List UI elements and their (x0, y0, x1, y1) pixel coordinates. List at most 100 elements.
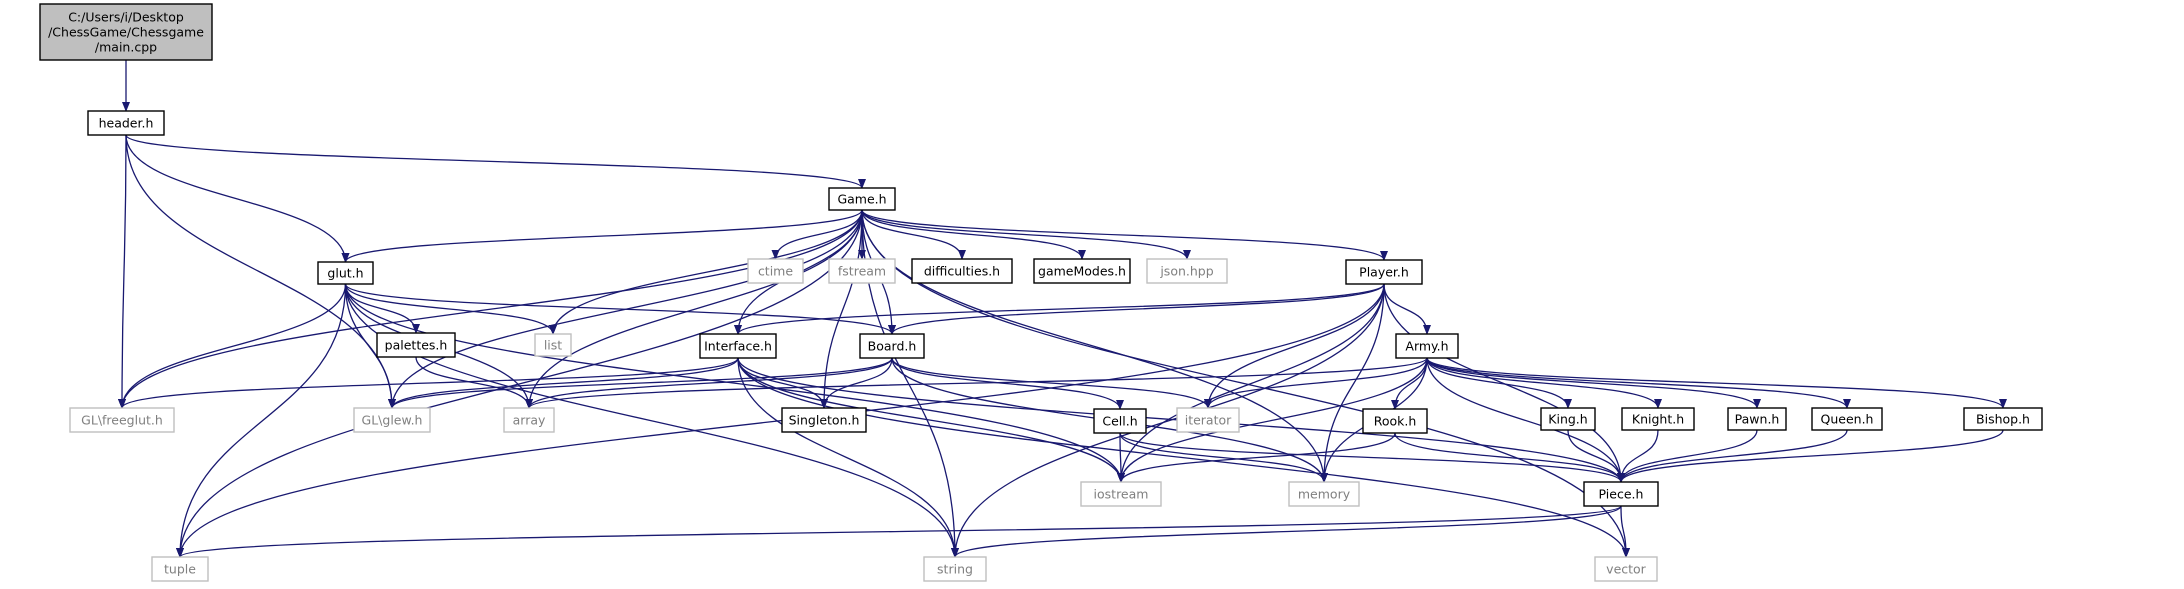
edge-glut-to-list (344, 283, 557, 335)
node-list[interactable]: list (534, 333, 572, 357)
node-piece[interactable]: Piece.h (1583, 481, 1659, 507)
node-knight[interactable]: Knight.h (1621, 407, 1695, 431)
edge-game-to-list (549, 209, 863, 335)
edge-game-to-glut (341, 209, 863, 263)
node-palettes-box (376, 332, 456, 358)
node-freeglut[interactable]: GL\freeglut.h (69, 407, 175, 433)
node-json[interactable]: json.hpp (1146, 258, 1228, 284)
edge-board-to-singleton (820, 357, 893, 409)
edge-board-to-glew (388, 357, 893, 409)
node-fstream[interactable]: fstream (828, 258, 896, 284)
node-board[interactable]: Board.h (859, 333, 925, 359)
edge-army-to-bishop (1426, 357, 2007, 409)
edge-board-to-cell (891, 357, 1124, 410)
node-bishop[interactable]: Bishop.h (1963, 407, 2043, 431)
node-knight-label: Knight.h (1632, 412, 1684, 427)
node-iterator[interactable]: iterator (1176, 407, 1240, 433)
node-piece-box (1583, 481, 1659, 507)
node-string[interactable]: string (923, 556, 987, 582)
nodes: C:/Users/i/Desktop/ChessGame/Chessgame/m… (39, 3, 2043, 582)
node-iostream-box (1080, 481, 1162, 507)
edge-army-to-piece (1426, 357, 1625, 483)
node-iterator-box (1176, 407, 1240, 433)
edge-game-to-gamemodes (861, 209, 1086, 260)
edge-glut-to-glew (344, 283, 396, 409)
node-ctime[interactable]: ctime (747, 258, 804, 284)
node-piece-label: Piece.h (1599, 487, 1644, 502)
node-palettes-label: palettes.h (385, 338, 448, 353)
edge-game-to-json (861, 209, 1191, 260)
node-king-label: King.h (1548, 412, 1587, 427)
node-singleton[interactable]: Singleton.h (781, 407, 867, 433)
node-freeglut-box (69, 407, 175, 433)
node-pawn-box (1727, 407, 1787, 431)
node-vector-label: vector (1606, 562, 1647, 577)
node-palettes[interactable]: palettes.h (376, 332, 456, 358)
node-gamemodes-label: gameModes.h (1038, 264, 1126, 279)
node-main[interactable]: C:/Users/i/Desktop/ChessGame/Chessgame/m… (39, 3, 213, 61)
node-header[interactable]: header.h (87, 110, 165, 136)
edge-glut-to-iostream (344, 283, 1125, 483)
edge-pawn-to-piece (1617, 429, 1758, 483)
edge-player-to-interface (734, 283, 1385, 335)
node-vector-box (1594, 556, 1658, 582)
node-king[interactable]: King.h (1540, 407, 1596, 431)
edge-queen-to-piece (1617, 429, 1848, 483)
node-game-box (828, 187, 896, 211)
edge-bishop-to-piece (1617, 429, 2004, 483)
node-board-label: Board.h (868, 339, 917, 354)
node-rook[interactable]: Rook.h (1362, 408, 1428, 434)
node-main-label: /ChessGame/Chessgame (48, 25, 204, 40)
node-header-label: header.h (99, 116, 154, 131)
node-freeglut-label: GL\freeglut.h (81, 413, 163, 428)
node-gamemodes[interactable]: gameModes.h (1033, 258, 1131, 284)
node-header-box (87, 110, 165, 136)
node-difficulties-box (911, 258, 1013, 284)
edge-game-to-freeglut (118, 209, 863, 409)
node-iostream-label: iostream (1094, 487, 1149, 502)
node-board-box (859, 333, 925, 359)
node-army[interactable]: Army.h (1395, 333, 1459, 359)
edge-cell-to-memory (1119, 432, 1328, 483)
node-vector[interactable]: vector (1594, 556, 1658, 582)
node-rook-box (1362, 408, 1428, 434)
edge-glut-to-palettes (344, 283, 420, 334)
node-array[interactable]: array (503, 407, 555, 433)
edge-glut-to-freeglut (118, 283, 347, 409)
node-singleton-label: Singleton.h (789, 413, 860, 428)
node-player-label: Player.h (1359, 265, 1409, 280)
node-interface-box (699, 333, 777, 359)
node-interface[interactable]: Interface.h (699, 333, 777, 359)
edge-army-to-iostream (1117, 357, 1428, 483)
node-tuple[interactable]: tuple (151, 556, 209, 582)
edge-interface-to-string (737, 357, 959, 558)
node-list-label: list (544, 338, 562, 353)
node-tuple-label: tuple (164, 562, 196, 577)
edge-game-to-singleton (820, 209, 863, 409)
node-game[interactable]: Game.h (828, 187, 896, 211)
node-main-label: /main.cpp (95, 40, 157, 55)
node-glut[interactable]: glut.h (317, 261, 374, 285)
node-iostream[interactable]: iostream (1080, 481, 1162, 507)
node-fstream-label: fstream (838, 264, 886, 279)
node-pawn[interactable]: Pawn.h (1727, 407, 1787, 431)
node-cell[interactable]: Cell.h (1093, 408, 1147, 434)
edge-glut-to-board (344, 283, 896, 335)
node-cell-label: Cell.h (1102, 414, 1137, 429)
edge-palettes-to-array (415, 356, 533, 409)
edges (118, 60, 2007, 558)
edge-piece-to-string (951, 505, 1622, 558)
edge-player-to-memory (1320, 283, 1385, 483)
edge-player-to-iterator (1204, 283, 1385, 409)
node-difficulties[interactable]: difficulties.h (911, 258, 1013, 284)
node-memory[interactable]: memory (1288, 481, 1360, 507)
node-glew[interactable]: GL\glew.h (353, 407, 431, 433)
edge-army-to-knight (1426, 357, 1662, 409)
edge-game-to-vector (861, 209, 1630, 558)
node-memory-label: memory (1298, 487, 1351, 502)
node-player[interactable]: Player.h (1345, 259, 1423, 285)
node-queen[interactable]: Queen.h (1811, 407, 1883, 431)
edge-rook-to-piece (1394, 432, 1625, 483)
edge-army-to-array (525, 357, 1428, 409)
